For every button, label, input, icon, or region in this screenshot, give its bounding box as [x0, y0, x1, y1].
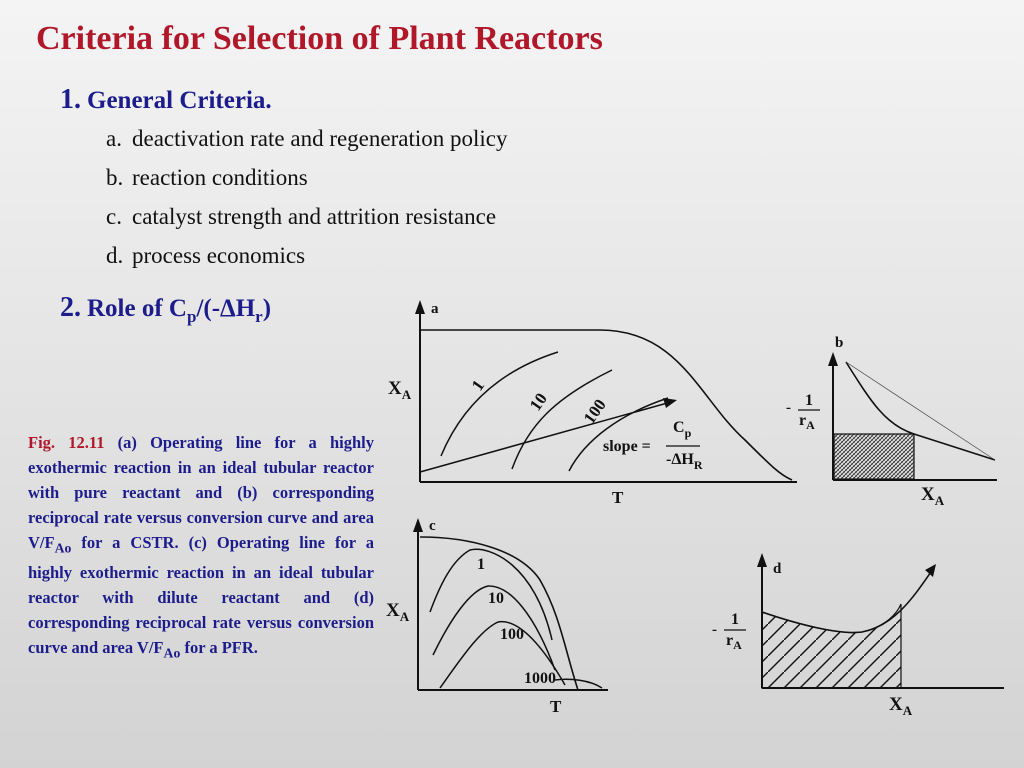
section-1-number: 1.: [60, 84, 81, 115]
panel-a-y-label: XA: [388, 378, 412, 402]
panel-c-rate-curve-1000: [554, 678, 603, 689]
panel-c-curve-label: 100: [500, 626, 524, 643]
arrowhead-icon: [413, 518, 423, 532]
criteria-letter: c.: [106, 204, 122, 229]
panel-c: c XA T 1 10 100 1000: [386, 518, 608, 716]
panel-d-y-denominator: rA: [726, 632, 742, 652]
criteria-text: reaction conditions: [132, 165, 308, 190]
panel-d-x-label: XA: [889, 694, 913, 718]
panel-b-y-minus: -: [786, 400, 791, 416]
panel-b-x-label: XA: [921, 484, 945, 508]
criteria-letter: a.: [106, 126, 122, 151]
panel-d-y-numerator: 1: [731, 611, 739, 628]
panel-a-curve-label: 1: [468, 376, 488, 394]
caption-text: for a CSTR. (c) Operating line for a hig…: [28, 533, 374, 658]
section-1-heading: 1.General Criteria.: [60, 84, 272, 116]
slide-title: Criteria for Selection of Plant Reactors: [36, 20, 603, 57]
figure-number: Fig. 12.11: [28, 433, 105, 452]
panel-a-slope-numerator: Cp: [673, 419, 692, 440]
panel-c-y-label: XA: [386, 600, 410, 624]
panel-c-rate-curve-10: [432, 585, 556, 671]
section-2-text: /(-ΔH: [196, 295, 256, 322]
section-2-number: 2.: [60, 292, 81, 323]
panel-b-guide-line: [845, 361, 996, 461]
panel-a-label: a: [431, 301, 439, 317]
panel-a-operating-line: [419, 401, 672, 473]
panel-a-slope-denominator: -ΔHR: [666, 451, 703, 472]
caption-sub: Ao: [163, 645, 181, 661]
panel-d-reciprocal-rate-curve: [761, 568, 934, 634]
panel-c-curve-label: 1000: [524, 670, 556, 687]
section-2-heading: 2.Role of Cp/(-ΔHr): [60, 292, 271, 327]
arrowhead-icon: [415, 300, 425, 314]
criteria-item-a: a. deactivation rate and regeneration pol…: [106, 126, 508, 152]
panel-a: a XA T 1 10 100 slope = Cp -ΔHR: [388, 300, 797, 507]
panel-a-rate-curve-1: [440, 351, 559, 457]
panel-a-curve-label: 100: [580, 396, 610, 428]
arrowhead-icon: [757, 553, 767, 567]
panel-c-equilibrium-curve: [419, 536, 579, 691]
panel-d-pfr-area: [761, 603, 902, 689]
panel-a-rate-curve-10: [511, 369, 613, 470]
section-2-text: ): [262, 295, 272, 322]
panel-c-x-label: T: [550, 697, 562, 716]
criteria-text: process economics: [132, 243, 306, 268]
panel-c-label: c: [429, 518, 436, 534]
criteria-letter: b.: [106, 165, 124, 190]
panel-d: d - 1 rA XA: [712, 553, 1004, 718]
panel-b-y-numerator: 1: [805, 392, 813, 409]
section-2-sub: p: [186, 307, 197, 326]
panel-a-equilibrium-curve: [420, 329, 793, 481]
panel-c-curve-label: 1: [477, 556, 485, 573]
caption-sub: Ao: [54, 540, 72, 556]
panel-c-curve-label: 10: [488, 590, 504, 607]
panel-c-rate-curve-1: [429, 548, 553, 641]
panel-c-rate-curve-100: [439, 621, 566, 689]
panel-a-x-label: T: [612, 488, 624, 507]
panel-a-curve-label: 10: [526, 389, 551, 414]
caption-text: (a) Operating line for a highly exotherm…: [28, 433, 374, 552]
panel-b-cstr-area: [833, 433, 915, 480]
panel-b-label: b: [835, 335, 843, 351]
panel-b: b - 1 rA XA: [786, 335, 997, 508]
criteria-text: catalyst strength and attrition resistan…: [132, 204, 497, 229]
panel-a-rate-curve-100: [568, 397, 669, 472]
panel-a-slope-label: slope =: [603, 438, 651, 455]
criteria-item-c: c. catalyst strength and attrition resist…: [106, 204, 496, 230]
arrowhead-icon: [828, 352, 838, 366]
caption-text: for a PFR.: [180, 638, 258, 658]
criteria-item-d: d. process economics: [106, 243, 305, 269]
panel-b-y-denominator: rA: [799, 412, 815, 432]
section-2-text: Role of C: [87, 295, 187, 322]
panel-d-label: d: [773, 561, 782, 577]
criteria-text: deactivation rate and regeneration polic…: [132, 126, 508, 151]
panel-d-y-minus: -: [712, 622, 717, 638]
criteria-item-b: b. reaction conditions: [106, 165, 308, 191]
figure-caption: Fig. 12.11 (a) Operating line for a high…: [28, 430, 374, 666]
panel-b-reciprocal-rate-curve: [845, 361, 996, 461]
section-1-title: General Criteria.: [87, 87, 272, 114]
arrowhead-icon: [663, 398, 677, 408]
criteria-letter: d.: [106, 243, 124, 268]
arrowhead-icon: [925, 564, 936, 577]
section-2-sub: r: [255, 307, 263, 326]
